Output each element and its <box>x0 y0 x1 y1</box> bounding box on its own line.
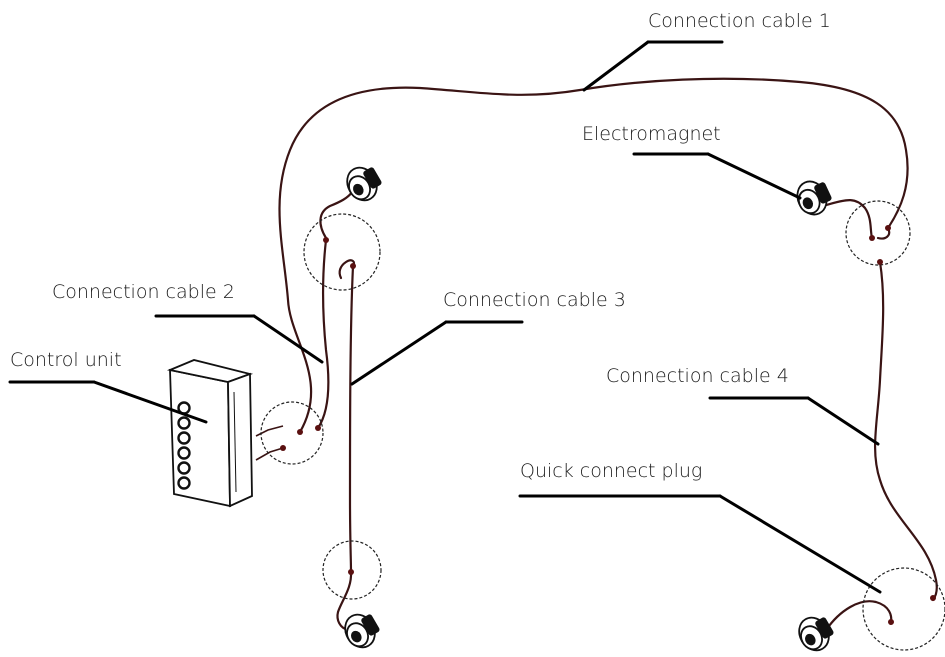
label-connection-cable-4: Connection cable 4 <box>606 365 789 387</box>
electromagnet-icon <box>796 180 832 216</box>
leader-connection-cable-2-diag <box>252 314 324 364</box>
detail-circle-top-right <box>845 200 911 266</box>
label-control-unit: Control unit <box>10 349 122 371</box>
cable-bottom-left-electromagnet <box>336 570 353 632</box>
control-unit-icon <box>166 359 254 508</box>
connection-cable-1 <box>278 77 909 434</box>
leader-connection-cable-1-diag <box>582 40 650 92</box>
cable-bottom-right-electromagnet <box>824 600 893 632</box>
connection-cable-4 <box>873 260 938 602</box>
detail-circle-control-unit <box>260 401 324 465</box>
cable-top-left-electromagnet <box>319 190 354 240</box>
detail-circle-bottom-left <box>322 540 382 600</box>
label-electromagnet: Electromagnet <box>582 123 721 145</box>
control-unit-wire-lower <box>255 447 284 461</box>
leader-electromagnet-diag <box>706 152 802 200</box>
cable-top-left-loop <box>338 259 356 280</box>
control-unit-wire-upper <box>255 425 284 437</box>
leader-control-unit-diag <box>92 380 208 424</box>
connector-dots <box>280 225 936 625</box>
connection-cable-3 <box>348 264 355 574</box>
label-quick-connect-plug: Quick connect plug <box>520 460 702 482</box>
connection-cable-2 <box>316 238 330 430</box>
electromagnet-icon <box>344 613 380 649</box>
label-connection-cable-3: Connection cable 3 <box>443 289 626 311</box>
label-connection-cable-2: Connection cable 2 <box>52 281 235 303</box>
leader-connection-cable-4-diag <box>806 396 880 446</box>
detail-circle-top-left <box>303 213 381 291</box>
leader-quick-connect-plug-diag <box>718 494 882 594</box>
leader-connection-cable-3-diag <box>350 320 448 386</box>
electromagnet-icon <box>346 166 382 202</box>
detail-circle-quick-connect <box>862 567 945 651</box>
cable-top-right-electromagnet <box>824 199 874 240</box>
label-connection-cable-1: Connection cable 1 <box>648 10 831 32</box>
electromagnet-icon <box>798 616 834 652</box>
